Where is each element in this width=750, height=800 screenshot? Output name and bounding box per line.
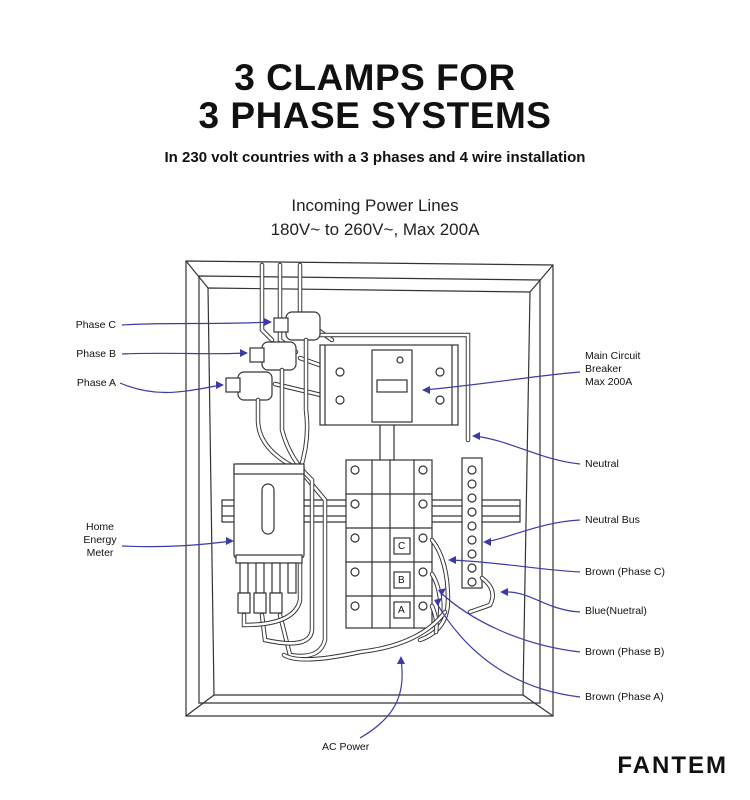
label-blue-neutral: Blue(Nuetral) (585, 605, 647, 617)
breaker-feed-wires (272, 327, 471, 443)
brand-logo: FANTEM (617, 752, 728, 779)
ct-clamp-c (273, 311, 321, 341)
label-brown-phase-c: Brown (Phase C) (585, 566, 665, 578)
leader-lines (119, 318, 581, 739)
incoming-power-range: 180V~ to 260V~, Max 200A (270, 220, 480, 239)
clamp-cables (241, 337, 328, 659)
neutral-bus-bar (461, 457, 483, 589)
label-phase-b: Phase B (76, 348, 116, 360)
incoming-power-title: Incoming Power Lines (291, 196, 459, 215)
title-line-2: 3 PHASE SYSTEMS (198, 95, 552, 136)
label-meter-line-3: Meter (86, 547, 114, 559)
label-mcb-line-1: Main Circuit (585, 350, 641, 362)
label-phase-a: Phase A (76, 377, 116, 389)
ct-clamp-a (225, 371, 273, 401)
main-circuit-breaker (319, 344, 459, 426)
output-wires (281, 537, 495, 662)
label-ac-power: AC Power (322, 741, 370, 753)
label-brown-phase-b: Brown (Phase B) (585, 646, 665, 658)
label-mcb-line-3: Max 200A (585, 376, 633, 388)
breaker-letter-b: B (398, 575, 405, 586)
branch-breakers (345, 425, 433, 629)
breaker-letter-a: A (398, 605, 405, 616)
label-mcb-line-2: Breaker (585, 363, 622, 375)
label-main-circuit-breaker: Main Circuit Breaker Max 200A (585, 350, 705, 389)
label-phase-c: Phase C (75, 319, 116, 331)
subtitle: In 230 volt countries with a 3 phases an… (164, 149, 586, 166)
breaker-letter-c: C (398, 541, 406, 552)
label-brown-phase-a: Brown (Phase A) (585, 691, 664, 703)
label-home-energy-meter: Home Energy Meter (70, 521, 130, 560)
label-meter-line-1: Home (85, 521, 114, 533)
ct-clamp-b (249, 341, 297, 371)
label-meter-line-2: Energy (83, 534, 117, 546)
label-neutral: Neutral (585, 458, 619, 470)
label-neutral-bus: Neutral Bus (585, 514, 640, 526)
title-line-1: 3 CLAMPS FOR (234, 57, 516, 98)
home-energy-meter (233, 463, 305, 614)
